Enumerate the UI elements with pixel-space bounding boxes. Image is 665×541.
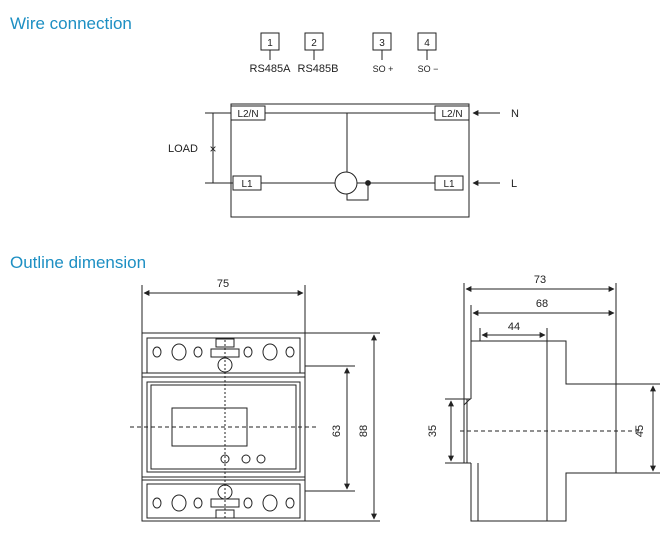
dim-68: 68 — [536, 298, 548, 310]
l1-left-label: L1 — [241, 179, 253, 190]
terminal-4 — [417, 32, 437, 60]
load-switch-mark: × — [209, 142, 216, 156]
terminal-4-label: SO − — [418, 64, 439, 74]
dim-35: 35 — [427, 425, 439, 437]
terminal-1-label: RS485A — [250, 63, 292, 75]
l-label: L — [511, 178, 517, 190]
terminal-4-number: 4 — [424, 38, 430, 49]
outline-dimension-title: Outline dimension — [10, 253, 147, 272]
side-view — [445, 283, 660, 522]
terminal-3-label: SO + — [373, 64, 394, 74]
dim-63: 63 — [331, 425, 343, 437]
n-label: N — [511, 108, 519, 120]
terminal-3 — [372, 32, 392, 60]
load-label: LOAD — [168, 143, 198, 155]
terminal-1 — [260, 32, 280, 60]
terminal-1-number: 1 — [267, 38, 273, 49]
terminal-3-number: 3 — [379, 38, 385, 49]
meter-box — [230, 103, 470, 218]
dim-88: 88 — [358, 425, 370, 437]
dim-45: 45 — [634, 425, 646, 437]
l1-right-label: L1 — [443, 179, 455, 190]
terminal-2-number: 2 — [311, 38, 317, 49]
dim-73: 73 — [534, 274, 546, 286]
dim-75: 75 — [217, 278, 229, 290]
terminal-2 — [304, 32, 324, 60]
wire-diagram — [205, 32, 500, 218]
terminal-2-label: RS485B — [298, 63, 339, 75]
current-sensor-coil — [334, 171, 358, 195]
wire-connection-title: Wire connection — [10, 14, 132, 33]
dim-44: 44 — [508, 321, 520, 333]
front-view — [130, 285, 380, 522]
l2n-right-label: L2/N — [441, 109, 462, 120]
l2n-left-label: L2/N — [237, 109, 258, 120]
